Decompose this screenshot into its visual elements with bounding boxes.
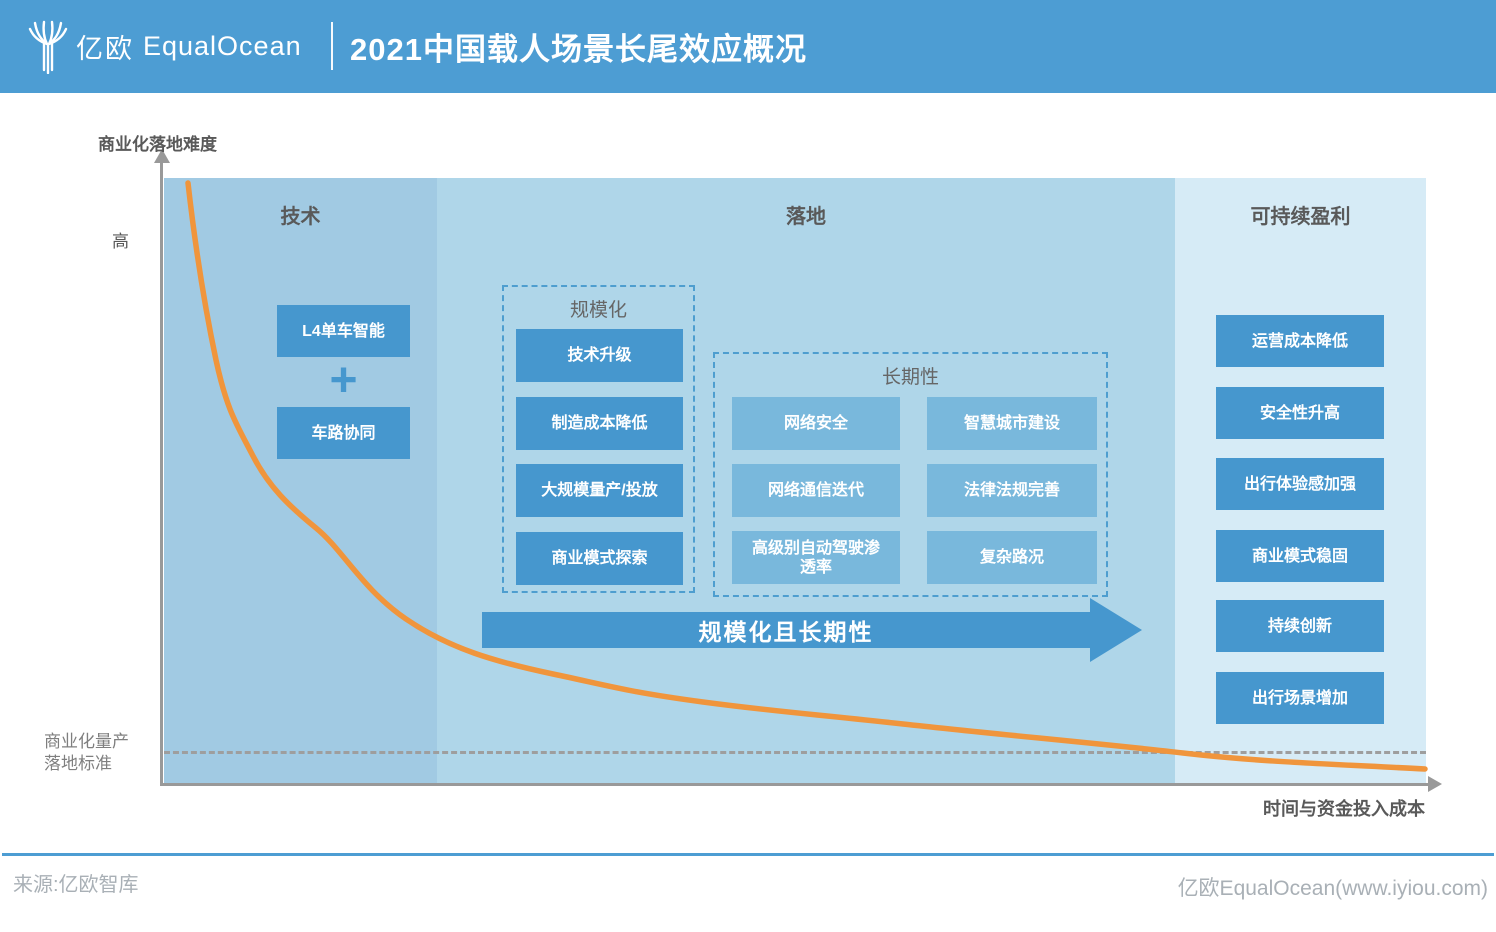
- site-label: 亿欧EqualOcean(www.iyiou.com): [1177, 877, 1488, 900]
- box-manufacturing-cost-reduction: 制造成本降低: [516, 397, 683, 450]
- box-business-model-stable: 商业模式稳固: [1216, 530, 1384, 582]
- flow-arrow: [482, 612, 1090, 648]
- footer-divider: [2, 853, 1494, 856]
- y-axis-high-label: 高: [112, 232, 129, 251]
- x-axis-arrow-icon: [1428, 776, 1442, 792]
- box-network-security: 网络安全: [732, 397, 900, 450]
- box-safety-improvement: 安全性升高: [1216, 387, 1384, 439]
- x-axis-label: 时间与资金投入成本: [1263, 799, 1425, 819]
- zone-title-tech: 技术: [280, 206, 321, 228]
- box-network-communication: 网络通信迭代: [732, 464, 900, 517]
- scale-group-title: 规模化: [569, 300, 627, 321]
- box-mass-production: 大规模量产/投放: [516, 464, 683, 517]
- zone-title-landing: 落地: [786, 206, 826, 228]
- header-bar: 亿欧 EqualOcean 2021中国载人场景长尾效应概况: [0, 0, 1496, 93]
- box-tech-upgrade: 技术升级: [516, 329, 683, 382]
- box-travel-scenarios-increase: 出行场景增加: [1216, 672, 1384, 724]
- box-vehicle-road-coordination: 车路协同: [277, 407, 410, 459]
- box-continuous-innovation: 持续创新: [1216, 600, 1384, 652]
- box-complex-road-conditions: 复杂路况: [927, 531, 1097, 584]
- y-axis-label: 商业化落地难度: [98, 135, 217, 154]
- y-axis-arrow-icon: [154, 149, 170, 163]
- box-business-model-exploration: 商业模式探索: [516, 532, 683, 585]
- plus-icon: +: [329, 354, 358, 407]
- threshold-label-line2: 落地标准: [44, 754, 112, 773]
- logo-text-zh: 亿欧: [76, 34, 134, 64]
- x-axis: [160, 783, 1428, 786]
- box-laws-regulations: 法律法规完善: [927, 464, 1097, 517]
- header-divider: [331, 22, 333, 70]
- threshold-line: [164, 751, 1426, 754]
- box-av-penetration: 高级别自动驾驶渗透率: [732, 531, 900, 584]
- box-travel-experience: 出行体验感加强: [1216, 458, 1384, 510]
- threshold-label: 商业化量产 落地标准: [44, 731, 129, 775]
- longterm-group: 长期性: [713, 352, 1108, 597]
- threshold-label-line1: 商业化量产: [44, 732, 129, 751]
- zone-title-profit: 可持续盈利: [1250, 206, 1351, 228]
- longterm-group-title: 长期性: [881, 367, 939, 388]
- flow-arrow-head-icon: [1090, 598, 1142, 662]
- box-operating-cost-reduction: 运营成本降低: [1216, 315, 1384, 367]
- page-title: 2021中国载人场景长尾效应概况: [350, 32, 807, 67]
- y-axis: [160, 162, 163, 786]
- box-smart-city: 智慧城市建设: [927, 397, 1097, 450]
- equalocean-logo-icon: [28, 20, 68, 74]
- logo-text-en: EqualOcean: [143, 31, 302, 61]
- source-label: 来源:亿欧智库: [13, 874, 139, 896]
- flow-arrow-label: 规模化且长期性: [698, 619, 874, 645]
- brand-logo: 亿欧 EqualOcean: [28, 0, 302, 93]
- scale-group: 规模化: [502, 285, 695, 593]
- box-l4-single-vehicle: L4单车智能: [277, 305, 410, 357]
- zone-tech-background: [164, 178, 437, 786]
